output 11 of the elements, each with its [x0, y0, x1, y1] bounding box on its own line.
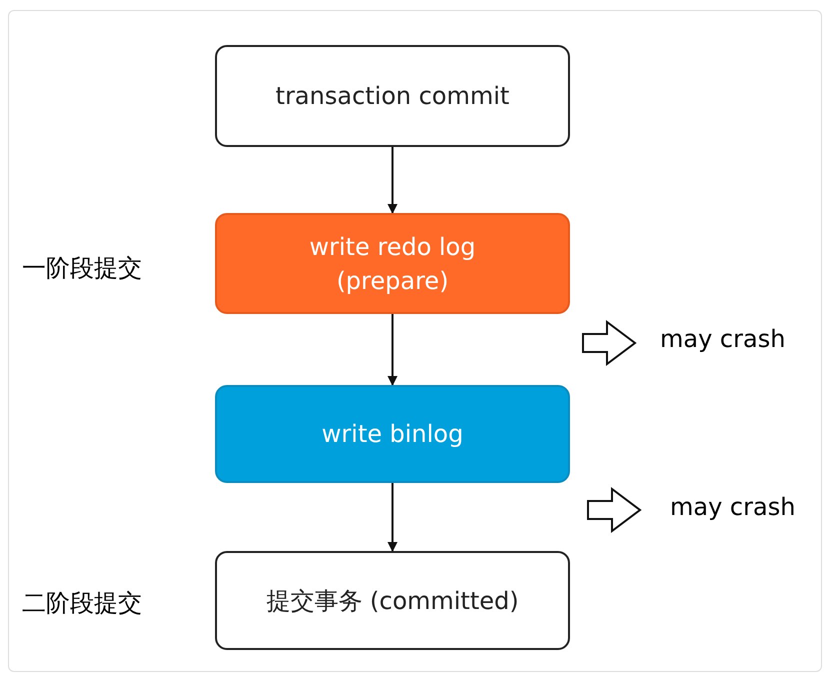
process-box: write binlog — [215, 385, 570, 483]
arrow — [388, 314, 398, 386]
phase-label: 二阶段提交 — [22, 588, 142, 619]
arrow — [388, 483, 398, 552]
arrow — [388, 147, 398, 214]
phase-label: 一阶段提交 — [22, 253, 142, 284]
note-text: may crash — [670, 493, 796, 521]
process-box: 提交事务 (committed) — [215, 551, 570, 650]
process-box: write redo log (prepare) — [215, 213, 570, 314]
process-box: transaction commit — [215, 45, 570, 147]
note-text: may crash — [660, 325, 786, 353]
